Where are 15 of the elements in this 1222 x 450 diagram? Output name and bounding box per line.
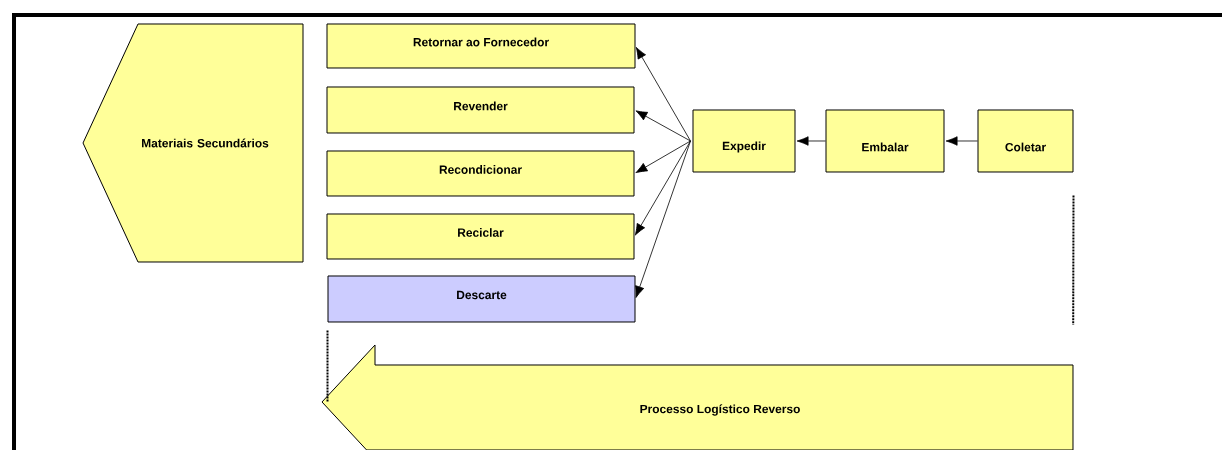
arrow <box>635 110 691 142</box>
process-box: Expedir <box>692 109 796 173</box>
arrow <box>635 140 691 298</box>
arrow <box>796 136 826 146</box>
arrow <box>635 140 691 174</box>
process-box: Descarte <box>327 275 636 323</box>
arrow <box>635 47 691 142</box>
process-box: Reciclar <box>326 213 635 260</box>
process-box: Coletar <box>977 109 1074 173</box>
process-box: Revender <box>326 86 635 134</box>
arrow <box>634 140 691 236</box>
process-box: Retornar ao Fornecedor <box>326 23 636 69</box>
arrow <box>945 136 978 146</box>
process-box: Recondicionar <box>326 150 635 197</box>
process-box: Embalar <box>825 109 945 173</box>
